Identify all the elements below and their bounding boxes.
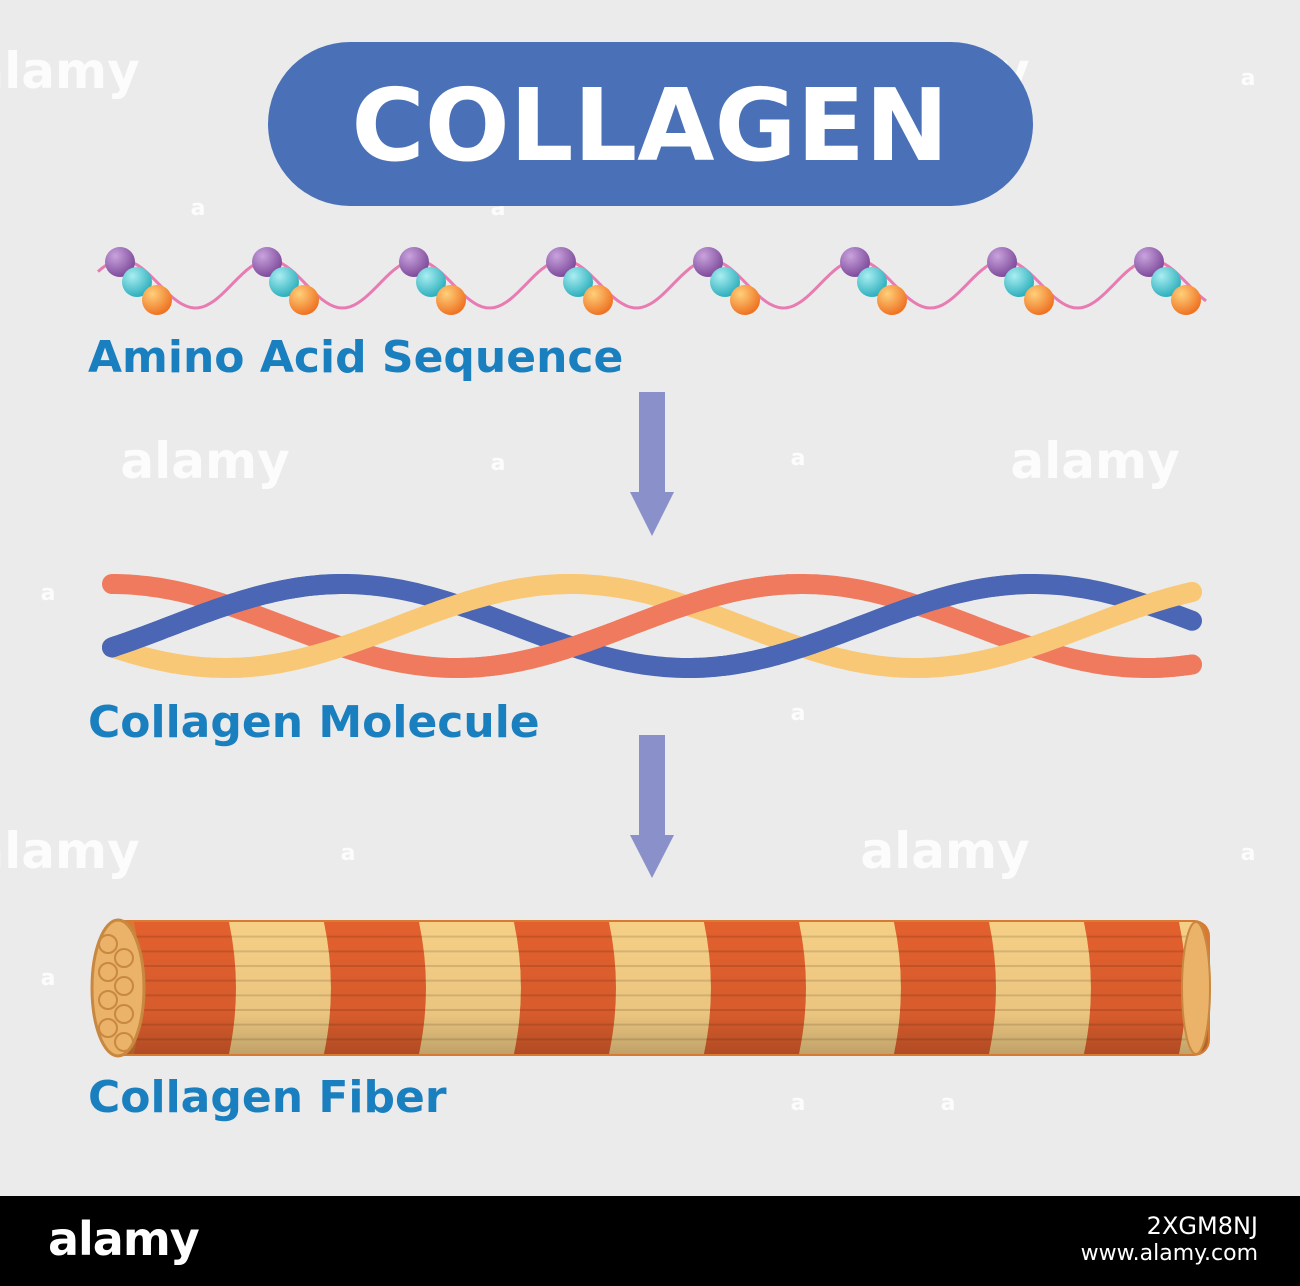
amino-bead-purple — [252, 247, 282, 277]
fibril-cross-section — [98, 990, 118, 1010]
diagram-canvas: alamyalamyalamyalamyalamyalamyaaaaaaaaaa… — [0, 0, 1300, 1196]
helix-strand-orange-front — [1138, 654, 1202, 678]
fibril-cross-section — [114, 948, 134, 968]
image-id: 2XGM8NJ www.alamy.com — [1081, 1212, 1258, 1267]
amino-bead-purple — [840, 247, 870, 277]
amino-bead-purple — [987, 247, 1017, 277]
amino-chain-line — [97, 258, 1207, 310]
watermark-mark: a — [1241, 66, 1256, 91]
amino-bead-teal — [1151, 267, 1181, 297]
stock-footer-bar — [0, 1196, 1300, 1286]
fiber-end-cap — [1181, 921, 1211, 1055]
watermark-text: alamy — [1010, 432, 1179, 490]
amino-bead-teal — [563, 267, 593, 297]
helix-strand-yellow-front — [906, 582, 1202, 678]
watermark-mark: a — [341, 841, 356, 866]
watermark-mark: a — [791, 701, 806, 726]
helix-strand-blue-front — [102, 574, 350, 658]
helix-strand-orange-front — [450, 574, 810, 678]
amino-bead-teal — [416, 267, 446, 297]
image-id-code: 2XGM8NJ — [1146, 1212, 1258, 1240]
fibril-cross-section — [114, 1032, 134, 1052]
title-pill — [268, 42, 1033, 206]
watermark-text: alamy — [0, 822, 140, 880]
watermark-mark: a — [941, 1091, 956, 1116]
watermark-mark: a — [191, 196, 206, 221]
arrow-down-icon — [630, 392, 674, 536]
fibril-cross-section — [98, 962, 118, 982]
watermark-layer: alamyalamyalamyalamyalamyalamyaaaaaaaaaa… — [0, 42, 1255, 1116]
fibril-cross-section — [98, 1018, 118, 1038]
amino-bead-orange — [1024, 285, 1054, 315]
amino-bead-purple — [105, 247, 135, 277]
watermark-mark: a — [791, 446, 806, 471]
stage-label-molecule: Collagen Molecule — [88, 697, 540, 748]
watermark-mark: a — [791, 1091, 806, 1116]
amino-bead-purple — [546, 247, 576, 277]
watermark-text: alamy — [0, 42, 140, 100]
collagen-triple-helix — [102, 574, 1202, 678]
amino-acid-chain — [97, 247, 1207, 315]
brand-logo: alamy — [48, 1212, 200, 1266]
amino-bead-teal — [122, 267, 152, 297]
watermark-mark: a — [1241, 841, 1256, 866]
fibril-cross-section — [114, 976, 134, 996]
amino-bead-teal — [857, 267, 887, 297]
watermark-mark: a — [41, 581, 56, 606]
watermark-mark: a — [491, 451, 506, 476]
amino-bead-orange — [877, 285, 907, 315]
stage-label-amino: Amino Acid Sequence — [88, 332, 623, 383]
amino-bead-orange — [583, 285, 613, 315]
amino-bead-purple — [1134, 247, 1164, 277]
amino-bead-teal — [1004, 267, 1034, 297]
stage-label-fiber: Collagen Fiber — [88, 1072, 447, 1123]
watermark-mark: a — [41, 966, 56, 991]
diagram-svg: alamyalamyalamyalamyalamyalamyaaaaaaaaaa… — [0, 42, 1255, 1123]
fiber-shade — [106, 922, 1208, 1054]
amino-bead-teal — [269, 267, 299, 297]
amino-bead-teal — [710, 267, 740, 297]
amino-bead-orange — [289, 285, 319, 315]
amino-bead-orange — [730, 285, 760, 315]
site-url: www.alamy.com — [1080, 1240, 1258, 1266]
fibril-cross-section — [114, 1004, 134, 1024]
helix-strand-yellow-front — [218, 574, 578, 678]
amino-bead-orange — [436, 285, 466, 315]
helix-strand-blue-front — [682, 574, 1042, 678]
watermark-text: alamy — [860, 822, 1029, 880]
amino-bead-purple — [693, 247, 723, 277]
fibril-cross-section — [98, 934, 118, 954]
amino-bead-orange — [142, 285, 172, 315]
collagen-fiber-bundle — [90, 918, 1211, 1058]
amino-bead-orange — [1171, 285, 1201, 315]
watermark-text: alamy — [120, 432, 289, 490]
amino-bead-purple — [399, 247, 429, 277]
page-title: COLLAGEN — [351, 67, 948, 184]
arrow-down-icon — [630, 735, 674, 878]
